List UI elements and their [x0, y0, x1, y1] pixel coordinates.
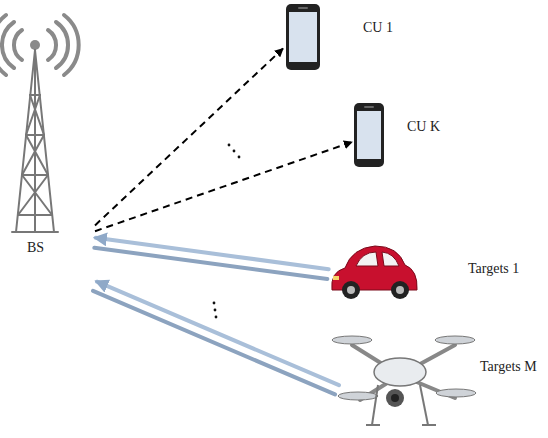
- node-label: BS: [27, 241, 44, 255]
- node-label: Targets M: [480, 360, 537, 374]
- tower-icon: [0, 15, 79, 232]
- node-label: Targets 1: [468, 262, 519, 276]
- dashed-arrow: [95, 142, 352, 231]
- ellipsis-dots: [213, 144, 241, 319]
- node-label: CU 1: [363, 21, 393, 35]
- target-drone: Targets M: [330, 325, 470, 433]
- echo-beam: [94, 238, 328, 279]
- beam-line: [96, 238, 329, 269]
- drone-icon: [332, 336, 476, 425]
- beam-line: [93, 291, 335, 395]
- beam-line: [97, 282, 339, 386]
- user-phone: CU 1: [283, 3, 323, 73]
- car-icon: [332, 246, 417, 299]
- phone-icon: [354, 103, 384, 167]
- target-car: Targets 1: [328, 240, 420, 302]
- phone-icon: [286, 4, 320, 70]
- user-phone: CU K: [352, 100, 387, 170]
- echo-beam: [93, 282, 339, 395]
- node-label: CU K: [407, 120, 440, 134]
- base-station: BS: [5, 5, 95, 295]
- comm-link: [95, 142, 352, 231]
